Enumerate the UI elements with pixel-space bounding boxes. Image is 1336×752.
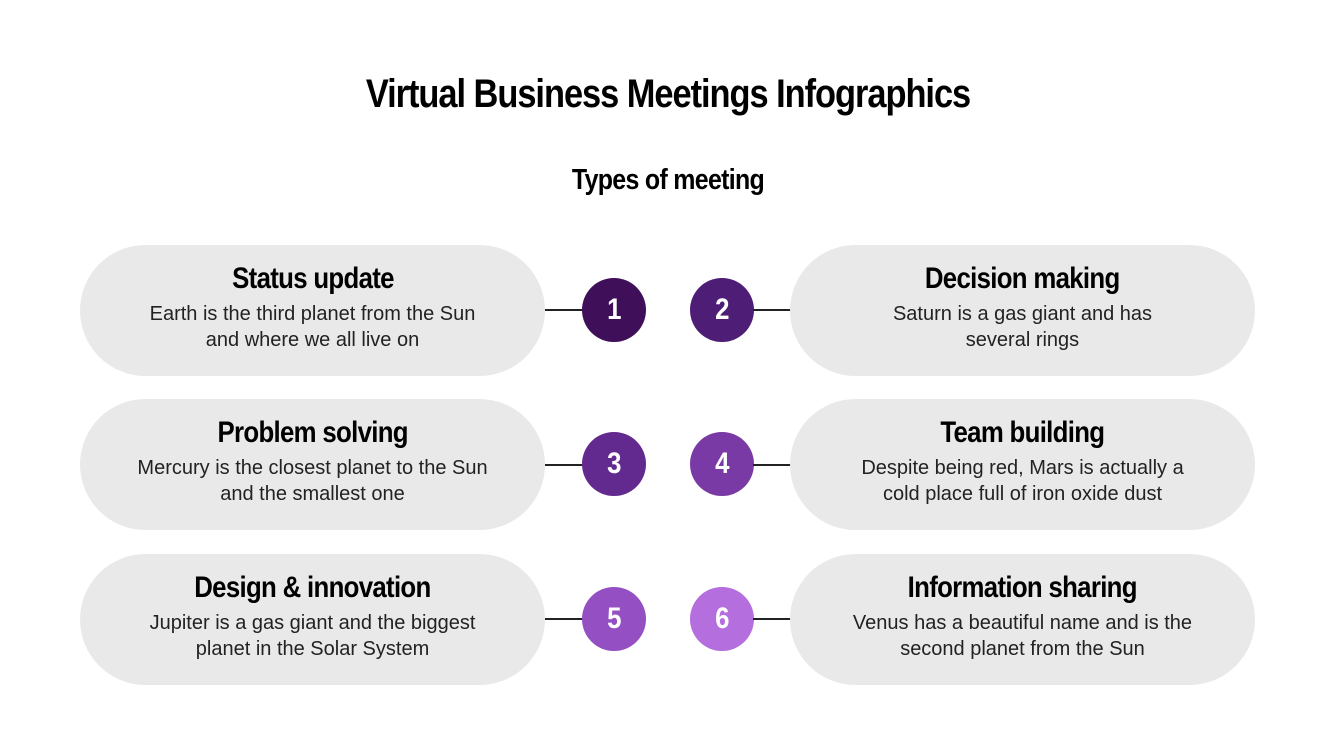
card-status-update: Status update Earth is the third planet …	[80, 245, 545, 376]
card-description: Venus has a beautiful name and is the se…	[852, 611, 1193, 660]
card-problem-solving: Problem solving Mercury is the closest p…	[80, 399, 545, 530]
card-information-sharing: Information sharing Venus has a beautifu…	[790, 554, 1255, 685]
connector-line	[753, 464, 791, 466]
card-heading: Information sharing	[907, 570, 1138, 604]
card-description: Saturn is a gas giant and has several ri…	[892, 302, 1153, 351]
connector-line	[545, 618, 583, 620]
card-decision-making: Decision making Saturn is a gas giant an…	[790, 245, 1255, 376]
card-description: Mercury is the closest planet to the Sun…	[137, 456, 488, 505]
slide-subtitle: Types of meeting	[571, 164, 765, 196]
card-heading: Design & innovation	[194, 570, 431, 604]
card-description: Despite being red, Mars is actually a co…	[861, 456, 1184, 505]
card-description: Earth is the third planet from the Sun a…	[149, 302, 476, 351]
number-badge-3: 3	[582, 432, 646, 496]
number-badge-6: 6	[690, 587, 754, 651]
connector-line	[545, 464, 583, 466]
card-team-building: Team building Despite being red, Mars is…	[790, 399, 1255, 530]
number-badge-1: 1	[582, 278, 646, 342]
card-design-innovation: Design & innovation Jupiter is a gas gia…	[80, 554, 545, 685]
number-badge-2: 2	[690, 278, 754, 342]
card-heading: Decision making	[925, 261, 1120, 295]
card-description: Jupiter is a gas giant and the biggest p…	[149, 611, 476, 660]
number-badge-4: 4	[690, 432, 754, 496]
slide-title: Virtual Business Meetings Infographics	[365, 72, 971, 116]
card-heading: Status update	[231, 261, 394, 295]
connector-line	[753, 309, 791, 311]
card-heading: Problem solving	[217, 415, 408, 449]
card-heading: Team building	[940, 415, 1105, 449]
connector-line	[545, 309, 583, 311]
connector-line	[753, 618, 791, 620]
number-badge-5: 5	[582, 587, 646, 651]
